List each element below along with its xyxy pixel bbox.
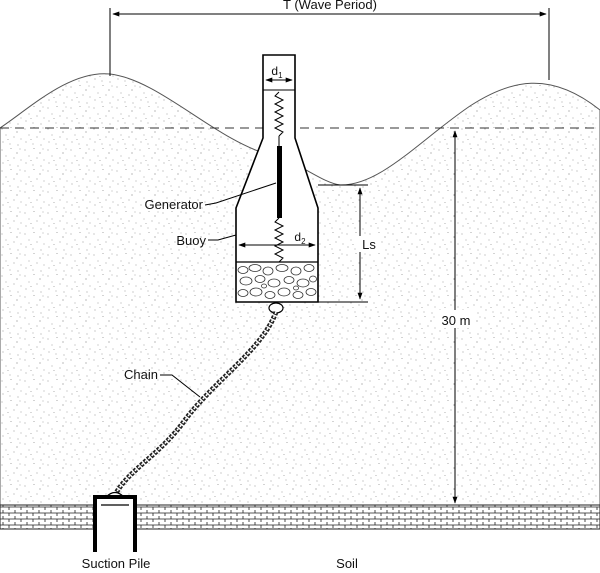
depth-label: 30 m: [442, 313, 471, 328]
d2-label: d2: [294, 230, 306, 246]
buoy-label: Buoy: [176, 233, 206, 248]
wave-period-label: T (Wave Period): [283, 0, 377, 12]
mooring-joint: [268, 302, 284, 314]
depth-dimension: [437, 130, 475, 504]
chain-label: Chain: [124, 367, 158, 382]
soil-label: Soil: [336, 556, 358, 571]
ls-dimension: [318, 184, 379, 303]
chain-leader: [160, 374, 201, 398]
generator-label: Generator: [144, 197, 203, 212]
upper-spring: [273, 91, 285, 137]
buoy-ballast: [237, 264, 317, 299]
lower-spring: [273, 217, 285, 263]
wave-period-dimension: [109, 8, 550, 80]
seabed-soil: [0, 504, 600, 530]
generator: [277, 146, 282, 218]
d1-label: d1: [271, 64, 283, 80]
suction-pile-label: Suction Pile: [82, 556, 151, 571]
chain-link-highlight: [114, 311, 277, 496]
generator-leader: [204, 182, 277, 206]
ls-label: Ls: [362, 237, 376, 252]
buoy-leader: [208, 234, 237, 241]
suction-pile: [93, 491, 137, 552]
